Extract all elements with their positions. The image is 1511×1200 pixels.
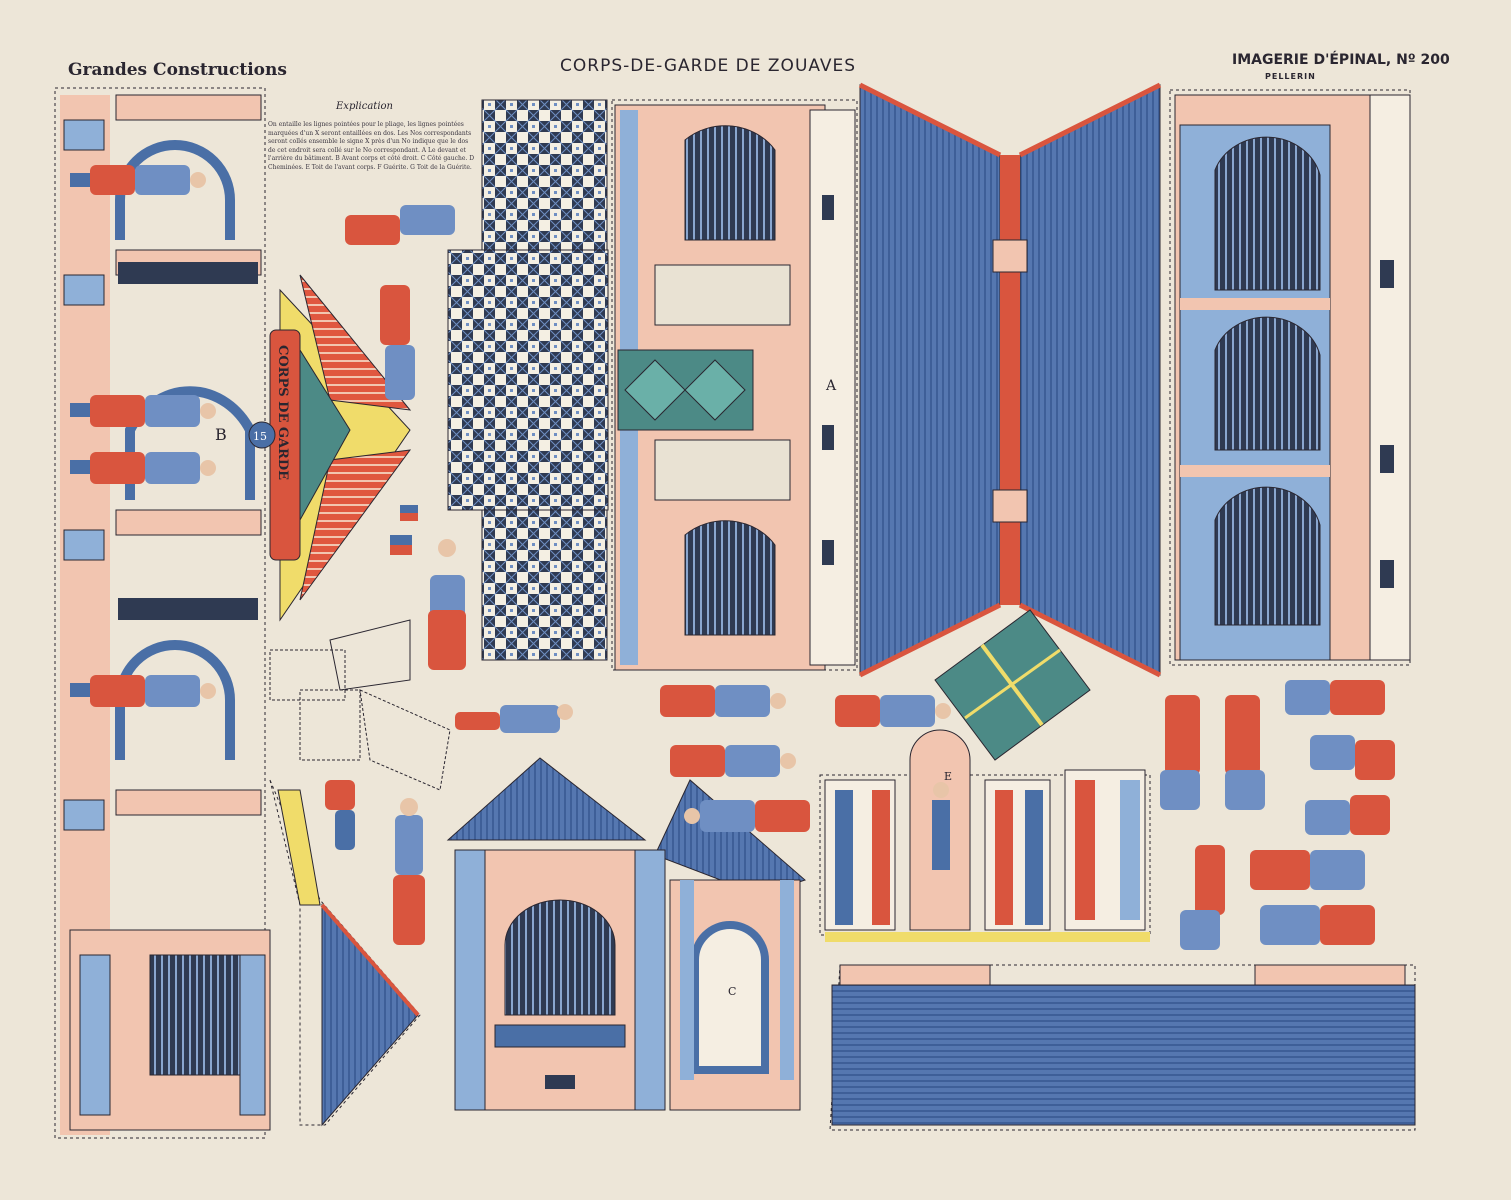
printer-label: PELLERIN <box>1265 72 1316 81</box>
part-letter-e: E <box>944 770 952 783</box>
series-title: Grandes Constructions <box>68 60 287 80</box>
signboard-text: CORPS DE GARDE <box>275 345 290 480</box>
sentry-roof-part <box>934 609 1091 761</box>
small-pieces <box>269 505 451 791</box>
signboard-number: 15 <box>253 430 267 443</box>
sheet-title: CORPS-DE-GARDE DE ZOUAVES <box>560 56 857 76</box>
zouave-figures-right <box>1160 680 1395 950</box>
facade-right-part <box>1169 89 1411 666</box>
pediment-sign-part: CORPS DE GARDE 15 <box>248 274 412 622</box>
zouave-figures-left <box>70 165 216 707</box>
facade-center-part: A <box>611 99 858 671</box>
zouave-figures-center <box>325 685 951 945</box>
part-letter-a: A <box>825 378 837 394</box>
facade-left-part: B <box>54 87 271 1139</box>
long-roof-part <box>829 964 1416 1131</box>
explication-title: Explication <box>336 101 393 112</box>
sentry-box-part: E <box>819 729 1151 942</box>
small-house-part: C <box>446 757 806 1111</box>
zouave-figures-upper <box>345 205 466 670</box>
left-roof-part <box>269 779 421 1127</box>
explication-text: On entaille les lignes pointées pour le … <box>268 121 475 171</box>
part-letter-c: C <box>728 985 736 998</box>
publisher-label: IMAGERIE D'ÉPINAL, Nº 200 <box>1232 52 1450 68</box>
main-roof-part <box>858 82 1162 678</box>
tiled-floor-part <box>447 99 609 661</box>
part-letter-b: B <box>215 425 227 444</box>
